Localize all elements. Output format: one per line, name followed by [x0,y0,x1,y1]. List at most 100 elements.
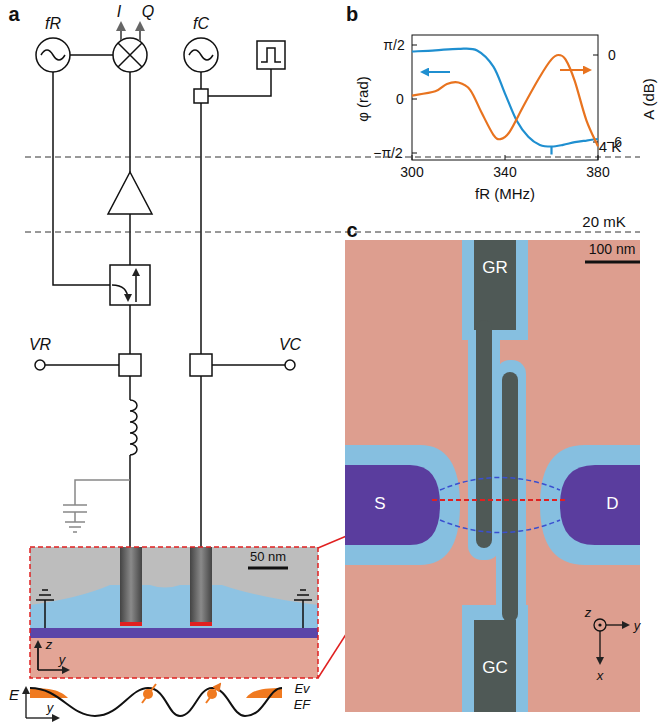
plot-frame [412,35,598,160]
label: y [59,653,66,666]
circuit-wiring-part [261,48,281,62]
sem-image-part [345,445,460,565]
circuit-wiring-part [200,376,202,548]
circuit-wiring-part [200,72,202,89]
temperature-stage-lines-part [25,232,640,233]
circuit-wiring-part [208,69,271,96]
output-arrows-part [120,24,122,40]
circuit-wiring-part [53,72,110,285]
region-label: GR [482,259,508,276]
label: 300 [400,165,423,179]
device-cross-section-part [30,585,318,632]
sem-image-part [599,631,600,663]
circuit-wiring-part [110,265,150,305]
device-cross-section-part [120,622,142,626]
sem-image-part [474,240,516,330]
label: 20 mK [582,214,625,229]
circuit-wiring-part [118,43,142,67]
label: z [585,606,592,619]
circuit-wiring-part [129,455,131,548]
device-cross-section-part [38,642,68,670]
circuit-wiring-part [36,38,70,72]
sem-image-part [440,478,560,533]
sem-image-part [432,499,568,501]
sem-image-part [560,465,640,545]
sem-image-part [502,372,518,622]
panel-letter: c [346,220,357,240]
circuit-wiring-part [119,354,141,376]
device-cross-section [30,547,318,678]
circuit-wiring-part [200,103,202,354]
energy-diagram [26,684,282,718]
label: fR (MHz) [475,186,535,201]
device-cross-section-part [30,547,318,678]
circuit-wiring [35,38,295,548]
label: π/2 [383,38,404,52]
sem-image-part [462,605,528,712]
circuit-wiring-part [41,50,65,60]
panel-letter: b [346,4,358,24]
device-cross-section-part [36,590,312,628]
sem-image-part [476,320,492,548]
circuit-wiring-part [135,270,137,302]
amplitude-curve [412,55,598,146]
circuit-wiring-part [189,50,213,60]
axis-arrow [422,71,450,73]
device-cross-section-part [120,547,142,625]
circuit-wiring-part [108,172,152,214]
label: −π/2 [373,146,403,160]
sem-image-part [345,240,640,712]
output-arrows-part [139,24,141,41]
plot-frame-part [412,45,598,160]
device-cross-section-part [30,638,318,678]
circuit-wiring-part [194,89,208,103]
circuit-wiring-part [112,285,128,300]
circuit-wiring-part [190,354,212,376]
energy-diagram-part [25,688,26,718]
label: I [117,4,121,20]
sem-image-part [594,619,606,631]
temperature-stage-lines-part [25,157,640,158]
region-label: S [374,495,385,512]
panel-letter: a [8,4,19,24]
device-cross-section-part [37,642,38,670]
circuit-wiring-part [212,364,285,366]
energy-diagram-part [30,688,282,716]
label: y [47,701,54,714]
axis-title: φ (rad) [355,76,370,122]
sem-image [345,240,640,712]
circuit-wiring-part [45,364,119,366]
circuit-wiring-part [113,38,147,72]
label: VC [279,337,301,353]
capacitor-symbol-part [63,480,130,532]
sem-region: D [585,478,640,528]
region-label: GC [482,659,508,676]
device-cross-section-part [248,567,288,570]
axis-title: A (dB) [641,78,656,120]
device-cross-section-part [30,628,318,638]
sem-image-part [598,623,601,626]
temperature-stage-lines [25,157,640,232]
device-cross-section-part [190,622,212,626]
sem-image-part [585,261,640,264]
label: Ev [294,682,309,695]
sem-image-part [468,320,500,560]
sem-region: GC [474,652,516,682]
label: 340 [493,165,516,179]
output-arrows [121,24,140,41]
label: −6 [606,135,622,149]
circuit-wiring-part [129,305,131,354]
axis-arrow [560,69,590,71]
phase-curve [412,48,598,154]
label: fR [45,16,61,32]
device-cross-section-part [190,547,212,625]
label: 100 nm [589,242,636,256]
label: 380 [586,165,609,179]
circuit-wiring-part [285,360,295,370]
circuit-wiring-part [129,376,131,400]
label: y [634,619,641,632]
circuit-wiring-part [184,38,218,72]
circuit-wiring-part [130,400,137,455]
capacitor-symbol [63,480,130,532]
